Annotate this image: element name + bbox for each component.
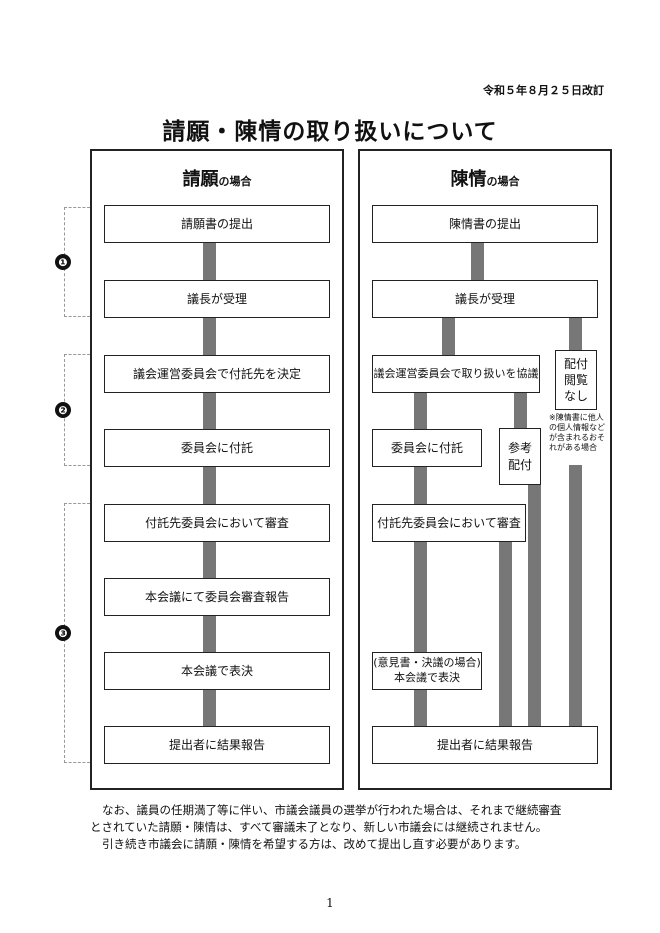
appeal-step-reference-distribution: 参考 配付 bbox=[499, 428, 541, 485]
appeal-connector bbox=[569, 317, 582, 351]
petition-connector bbox=[203, 541, 216, 579]
appeal-panel-title: 陳情の場合 bbox=[358, 165, 612, 191]
petition-connector bbox=[203, 242, 216, 280]
petition-connector bbox=[203, 317, 216, 355]
appeal-panel bbox=[358, 149, 612, 790]
appeal-connector bbox=[514, 392, 527, 428]
footer-line-3: 引き続き市議会に請願・陳情を希望する方は、改めて提出し直す必要があります。 bbox=[102, 837, 527, 851]
no-dist-line-2: 閲覧 bbox=[563, 372, 588, 387]
revision-date: 令和５年８月２５日改訂 bbox=[483, 84, 604, 97]
appeal-connector bbox=[414, 541, 427, 653]
appeal-step-accept: 議長が受理 bbox=[372, 280, 598, 318]
note-line-3: が含まれるおそ bbox=[549, 433, 605, 442]
petition-step-accept: 議長が受理 bbox=[104, 280, 330, 318]
note-line-2: の個人情報など bbox=[549, 423, 605, 432]
appeal-step-submit: 陳情書の提出 bbox=[372, 205, 598, 243]
no-dist-line-1: 配付 bbox=[563, 356, 588, 371]
appeal-step-result: 提出者に結果報告 bbox=[372, 726, 598, 764]
ref-dist-line-1: 参考 bbox=[507, 441, 532, 456]
step-1-marker: ❶ bbox=[55, 254, 71, 270]
appeal-connector bbox=[499, 541, 512, 726]
note-line-1: ※陳情書に他人 bbox=[549, 413, 604, 422]
step-3-marker: ❸ bbox=[55, 625, 71, 641]
appeal-connector bbox=[414, 689, 427, 727]
ref-dist-line-2: 配付 bbox=[507, 457, 532, 472]
petition-step-submit: 請願書の提出 bbox=[104, 205, 330, 243]
petition-step-review: 付託先委員会において審査 bbox=[104, 504, 330, 542]
petition-title-main: 請願 bbox=[182, 169, 219, 190]
petition-connector bbox=[203, 615, 216, 653]
step-2-marker: ❷ bbox=[55, 402, 71, 418]
appeal-connector bbox=[442, 317, 455, 355]
appeal-step-review: 付託先委員会において審査 bbox=[372, 504, 526, 542]
petition-step-result: 提出者に結果報告 bbox=[104, 726, 330, 764]
petition-title-suffix: の場合 bbox=[218, 175, 252, 188]
appeal-title-suffix: の場合 bbox=[486, 175, 520, 188]
petition-panel bbox=[90, 149, 344, 790]
page-title: 請願・陳情の取り扱いについて bbox=[162, 119, 498, 145]
page-number: 1 bbox=[326, 896, 334, 910]
petition-connector bbox=[203, 466, 216, 504]
appeal-step-vote: (意見書・決議の場合) 本会議で表決 bbox=[372, 652, 482, 690]
appeal-connector bbox=[528, 484, 541, 726]
petition-step-refer: 委員会に付託 bbox=[104, 429, 330, 467]
no-dist-line-3: なし bbox=[563, 389, 588, 404]
appeal-title-main: 陳情 bbox=[450, 169, 487, 190]
appeal-connector bbox=[569, 465, 582, 726]
petition-connector bbox=[203, 392, 216, 430]
petition-step-plenary-report: 本会議にて委員会審査報告 bbox=[104, 578, 330, 616]
appeal-connector bbox=[471, 242, 484, 280]
appeal-connector bbox=[414, 392, 427, 430]
footer-note: なお、議員の任期満了等に伴い、市議会議員の選挙が行われた場合は、それまで継続審査… bbox=[90, 802, 620, 853]
footer-line-1: なお、議員の任期満了等に伴い、市議会議員の選挙が行われた場合は、それまで継続審査 bbox=[102, 803, 562, 817]
note-line-4: れがある場合 bbox=[549, 443, 597, 452]
petition-step-decide: 議会運営委員会で付託先を決定 bbox=[104, 355, 330, 393]
appeal-step-no-distribution: 配付 閲覧 なし bbox=[555, 350, 597, 410]
vote-condition: (意見書・決議の場合) bbox=[373, 656, 481, 670]
petition-panel-title: 請願の場合 bbox=[90, 165, 344, 191]
petition-step-vote: 本会議で表決 bbox=[104, 652, 330, 690]
appeal-connector bbox=[414, 466, 427, 504]
footer-line-2: とされていた請願・陳情は、すべて審議未了となり、新しい市議会には継続されません。 bbox=[90, 820, 548, 834]
appeal-step-discuss: 議会運営委員会で取り扱いを協議 bbox=[372, 355, 540, 393]
appeal-privacy-note: ※陳情書に他人 の個人情報など が含まれるおそ れがある場合 bbox=[549, 413, 611, 453]
petition-connector bbox=[203, 689, 216, 727]
vote-label: 本会議で表決 bbox=[394, 671, 460, 684]
appeal-step-refer: 委員会に付託 bbox=[372, 429, 482, 467]
